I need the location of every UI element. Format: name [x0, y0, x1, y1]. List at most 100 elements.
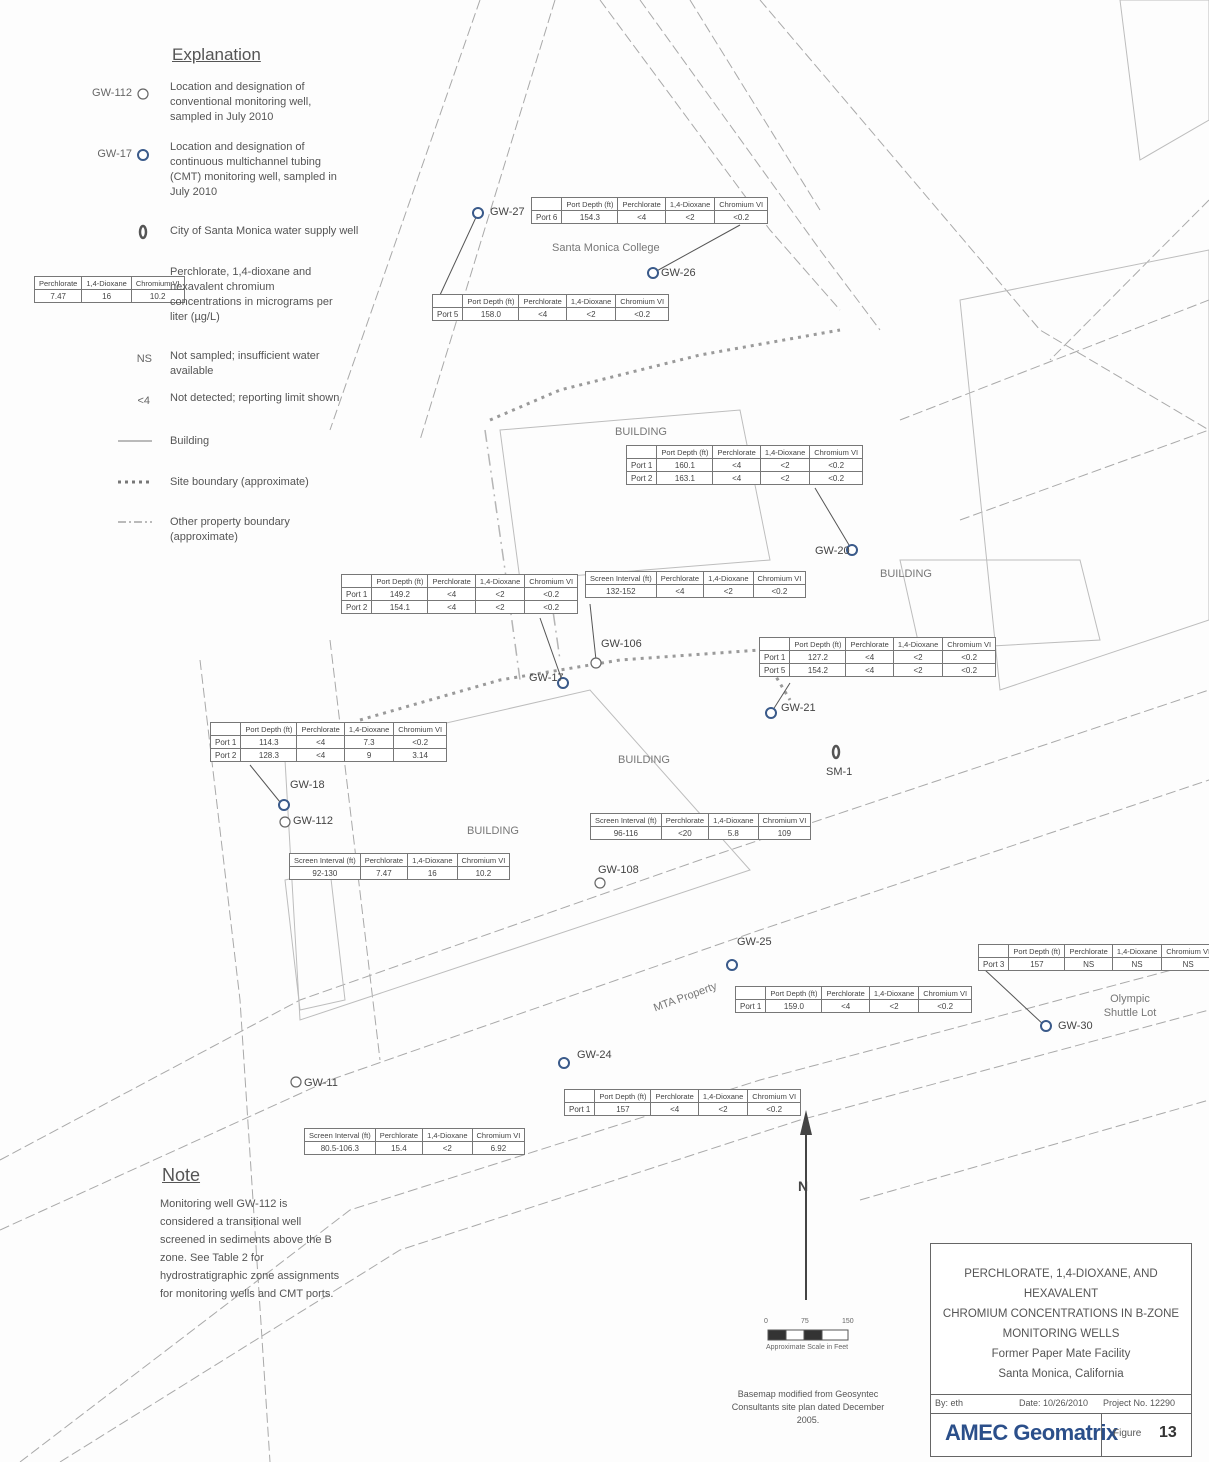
- cmt-well-marker: [846, 544, 858, 556]
- supply-well-marker: [831, 744, 841, 760]
- table-cell: <2: [664, 210, 716, 224]
- legend-text-conventional-well: Location and designation of conventional…: [170, 81, 312, 123]
- well-label-gw26: GW-26: [661, 267, 696, 279]
- table-cell: 10.2: [456, 866, 511, 880]
- table-header: Perchlorate: [845, 637, 894, 651]
- street-line: [419, 0, 556, 441]
- title-line: PERCHLORATE, 1,4-DIOXANE, AND HEXAVALENT: [964, 1268, 1158, 1300]
- table-header: 1,4-Dioxane: [1111, 944, 1163, 958]
- table-cell: Port 6: [530, 210, 563, 224]
- legend-symbol-not-detected: <4: [137, 395, 150, 407]
- table-header: 1,4-Dioxane: [708, 813, 759, 827]
- table-cell: Port 1: [625, 458, 658, 472]
- table-header: Chromium VI: [393, 722, 448, 736]
- scale-bar-segment: [821, 1329, 849, 1341]
- table-header: Port Depth (ft): [1008, 944, 1066, 958]
- table-cell: 132-152: [585, 584, 657, 598]
- table-cell: Port 2: [625, 471, 658, 485]
- callout-leader: [984, 969, 1046, 1027]
- legend-sample-value: 16: [81, 289, 132, 303]
- table-cell: <2: [759, 471, 811, 485]
- table-header: Port Depth (ft): [765, 986, 823, 1000]
- table-header: Perchlorate: [359, 853, 409, 867]
- table-header: Perchlorate: [518, 294, 567, 308]
- table-corner: [431, 294, 464, 308]
- table-cell: <4: [617, 210, 666, 224]
- title-block-date: Date: 10/26/2010: [1019, 1398, 1089, 1408]
- legend-text-not-detected: Not detected; reporting limit shown: [170, 392, 340, 404]
- title-block: PERCHLORATE, 1,4-DIOXANE, AND HEXAVALENT…: [930, 1243, 1192, 1457]
- table-cell: 92-130: [289, 866, 361, 880]
- note-title: Note: [162, 1165, 201, 1185]
- table-cell: <4: [518, 307, 567, 321]
- conventional-well-marker: [279, 816, 291, 828]
- title-line: Santa Monica, California: [998, 1368, 1124, 1380]
- table-header: Chromium VI: [456, 853, 511, 867]
- table-cell: 154.1: [371, 600, 429, 614]
- table-header: Chromium VI: [918, 986, 973, 1000]
- table-cell: Port 1: [209, 735, 242, 749]
- well-label-gw106: GW-106: [601, 638, 642, 650]
- table-header: Perchlorate: [712, 445, 761, 459]
- figure-label: Figure: [1113, 1428, 1142, 1439]
- cmt-well-marker: [557, 677, 569, 689]
- table-corner: [977, 944, 1010, 958]
- table-cell: 80.5-106.3: [304, 1141, 376, 1155]
- street-line: [859, 1099, 1209, 1201]
- table-cell: <2: [422, 1141, 473, 1155]
- table-cell: <4: [655, 584, 705, 598]
- table-header: Port Depth (ft): [561, 197, 619, 211]
- title-line: Former Paper Mate Facility: [991, 1348, 1131, 1360]
- table-header: Chromium VI: [714, 197, 769, 211]
- table-cell: <2: [474, 600, 526, 614]
- legend-text-building: Building: [170, 435, 210, 447]
- property-boundary: [484, 429, 521, 681]
- area-label-olympic-shuttle-lot: Olympic Shuttle Lot: [1103, 993, 1157, 1019]
- table-corner: [530, 197, 563, 211]
- well-label-gw108: GW-108: [598, 864, 639, 876]
- scale-bar-caption: Approximate Scale in Feet: [766, 1344, 849, 1351]
- table-cell: <0.2: [752, 584, 807, 598]
- street-line: [329, 0, 481, 431]
- legend-sample-header: 1,4-Dioxane: [81, 276, 132, 290]
- table-cell: Port 2: [209, 748, 242, 762]
- scale-tick-label: 0: [764, 1318, 768, 1325]
- table-header: Screen Interval (ft): [590, 813, 662, 827]
- callout-leader: [814, 487, 853, 551]
- table-header: Perchlorate: [427, 574, 476, 588]
- table-cell: 157: [594, 1102, 652, 1116]
- table-header: Screen Interval (ft): [304, 1128, 376, 1142]
- table-cell: 160.1: [656, 458, 714, 472]
- table-header: 1,4-Dioxane: [565, 294, 617, 308]
- table-header: 1,4-Dioxane: [407, 853, 458, 867]
- scale-bar-segment: [803, 1329, 823, 1341]
- legend-sample-header: Perchlorate: [33, 276, 83, 290]
- table-cell: <4: [650, 1102, 699, 1116]
- street-line: [329, 639, 381, 1061]
- table-header: Chromium VI: [942, 637, 997, 651]
- table-header: Perchlorate: [655, 571, 705, 585]
- table-header: Perchlorate: [374, 1128, 424, 1142]
- table-cell: <2: [703, 584, 754, 598]
- scale-tick-label: 150: [842, 1318, 854, 1325]
- table-cell: <20: [660, 826, 710, 840]
- legend-text-concentrations: Perchlorate, 1,4-dioxane and hexavalent …: [170, 266, 333, 323]
- well-label-gw11: GW-11: [304, 1077, 338, 1089]
- table-cell: NS: [1064, 957, 1113, 971]
- street-line: [639, 0, 881, 331]
- table-cell: 96-116: [590, 826, 662, 840]
- table-header: Port Depth (ft): [594, 1089, 652, 1103]
- table-cell: <4: [712, 458, 761, 472]
- table-cell: 6.92: [471, 1141, 526, 1155]
- table-header: Port Depth (ft): [656, 445, 714, 459]
- conventional-well-marker: [590, 657, 602, 669]
- legend-symbol-gw17: GW-17: [97, 148, 132, 160]
